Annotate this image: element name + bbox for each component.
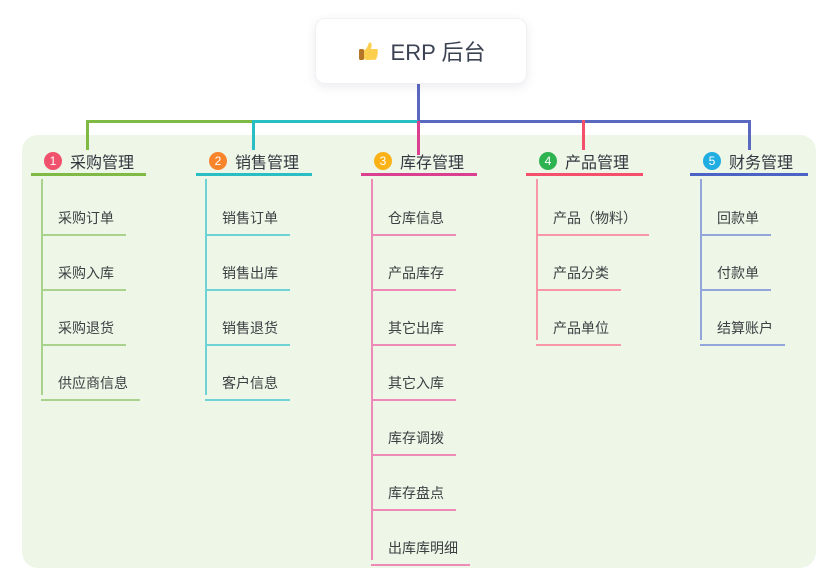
child-node[interactable]: 库存调拨 [371,420,456,456]
child-node[interactable]: 供应商信息 [41,365,140,401]
branch-header-caiwu[interactable]: 5 财务管理 [690,148,808,176]
branch-title: 产品管理 [565,154,630,172]
branch-child-line [536,179,538,340]
branch-child-line [205,179,207,395]
connector-horizontal-teal [254,120,418,123]
child-node[interactable]: 产品分类 [536,255,621,291]
child-node[interactable]: 采购入库 [41,255,126,291]
child-node[interactable]: 结算账户 [700,310,785,346]
child-node[interactable]: 出库库明细 [371,530,470,566]
branch-header-kucun[interactable]: 3 库存管理 [361,148,477,176]
child-node[interactable]: 库存盘点 [371,475,456,511]
background-panel [22,135,816,568]
badge-5: 5 [703,151,721,170]
branch-child-line [41,179,43,395]
connector-drop-branch5 [748,120,751,150]
child-node[interactable]: 仓库信息 [371,200,456,236]
child-node[interactable]: 销售订单 [205,200,290,236]
badge-2: 2 [209,151,227,170]
child-node[interactable]: 采购订单 [41,200,126,236]
root-title: ERP 后台 [390,40,486,65]
child-node[interactable]: 产品单位 [536,310,621,346]
connector-root-vertical [417,82,420,123]
child-node[interactable]: 客户信息 [205,365,290,401]
branch-child-line [371,179,373,560]
connector-drop-branch1 [86,120,89,150]
branch-header-chanpin[interactable]: 4 产品管理 [526,148,643,176]
thumbs-up-icon [357,39,381,63]
branch-header-caigou[interactable]: 1 采购管理 [31,148,146,176]
connector-drop-branch4 [582,120,585,150]
connector-horizontal-green [86,120,254,123]
child-node[interactable]: 回款单 [700,200,771,236]
branch-title: 库存管理 [400,154,465,172]
badge-1: 1 [44,151,62,170]
branch-child-line [700,179,702,340]
child-node[interactable]: 其它出库 [371,310,456,346]
branch-title: 采购管理 [70,154,135,172]
branch-title: 销售管理 [235,154,300,172]
child-node[interactable]: 其它入库 [371,365,456,401]
connector-drop-branch3 [417,121,420,155]
child-node[interactable]: 销售出库 [205,255,290,291]
connector-drop-branch2 [252,120,255,150]
child-node[interactable]: 销售退货 [205,310,290,346]
badge-3: 3 [374,151,392,170]
child-node[interactable]: 产品（物料） [536,200,649,236]
root-node[interactable]: ERP 后台 [315,18,527,84]
child-node[interactable]: 付款单 [700,255,771,291]
child-node[interactable]: 采购退货 [41,310,126,346]
branch-header-xiaoshou[interactable]: 2 销售管理 [196,148,312,176]
child-node[interactable]: 产品库存 [371,255,456,291]
badge-4: 4 [539,151,557,170]
branch-title: 财务管理 [729,154,794,172]
